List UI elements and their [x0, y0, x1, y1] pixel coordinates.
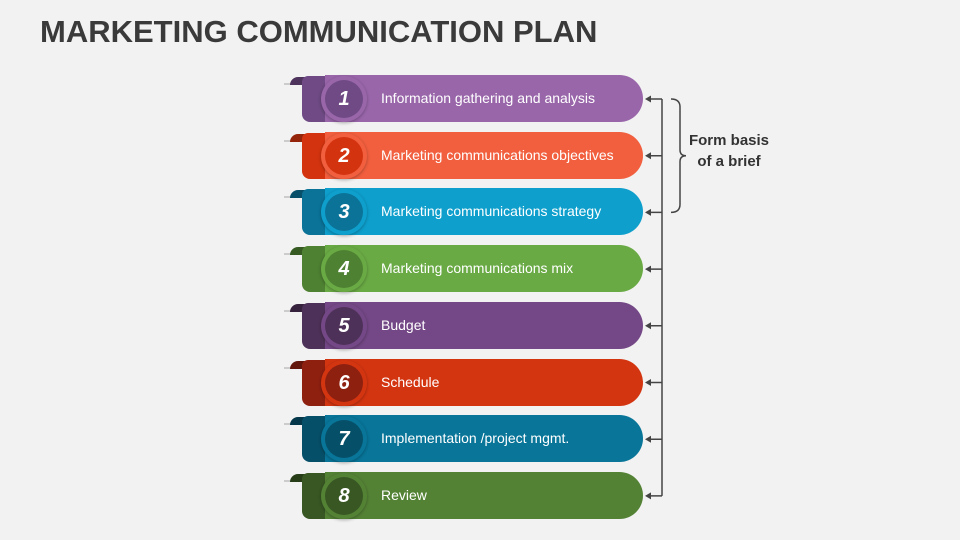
step-number: 3 [325, 193, 363, 232]
step-row: 8 Review [284, 471, 645, 520]
tab-line [284, 139, 292, 142]
step-bar [325, 245, 643, 293]
step-row: 7 Implementation /project mgmt. [284, 415, 645, 463]
bracket-note-line1: Form basis [688, 132, 770, 149]
step-row: 1 Information gathering and analysis [284, 75, 645, 123]
step-label: Budget [381, 316, 426, 333]
arrow-head [645, 95, 651, 103]
arrow-head [645, 265, 651, 273]
step-number: 1 [325, 80, 363, 118]
step-label: Marketing communications objectives [381, 146, 614, 163]
step-number-badge: 5 [321, 302, 367, 349]
step-label: Schedule [381, 373, 440, 390]
step-bar [325, 75, 643, 122]
step-label: Implementation /project mgmt. [381, 430, 570, 447]
step-label: Marketing communications mix [381, 260, 574, 277]
tab-line [284, 309, 292, 312]
tab-line [284, 253, 292, 256]
step-number-badge: 4 [321, 246, 367, 293]
step-number-badge: 7 [321, 416, 367, 463]
step-bar [325, 131, 643, 179]
bracket-note-line2: of a brief [697, 153, 761, 170]
arrow-head [645, 322, 651, 330]
step-bar [325, 471, 643, 519]
step-number: 6 [325, 363, 363, 402]
step-row: 3 Marketing communications strategy [284, 188, 645, 236]
tab-line [284, 366, 292, 369]
step-bar [325, 358, 643, 406]
step-number-badge: 6 [321, 359, 367, 406]
tab-line [284, 83, 292, 85]
arrow-head [645, 152, 651, 160]
step-row: 4 Marketing communications mix [284, 245, 645, 293]
step-number-badge: 1 [321, 76, 367, 122]
arrow-head [645, 379, 651, 386]
arrow-head [645, 492, 651, 500]
step-label: Review [381, 486, 427, 503]
step-bar [325, 415, 643, 463]
step-number: 2 [325, 136, 363, 175]
arrow-head [645, 208, 651, 216]
step-row: 2 Marketing communications objectives [284, 131, 645, 180]
step-number-badge: 3 [321, 189, 367, 236]
step-number-badge: 2 [321, 132, 367, 179]
step-number-badge: 8 [321, 472, 367, 519]
step-number: 7 [325, 420, 363, 459]
step-number: 4 [325, 250, 363, 289]
curly-bracket [670, 98, 687, 214]
step-label: Marketing communications strategy [381, 203, 602, 220]
step-bar [325, 301, 643, 349]
step-number: 5 [325, 306, 363, 345]
step-bar [325, 188, 643, 236]
tab-line [284, 423, 292, 426]
tab-line [284, 196, 292, 199]
page-title: MARKETING COMMUNICATION PLAN [40, 14, 598, 49]
tab-line [284, 479, 292, 482]
step-label: Information gathering and analysis [381, 90, 596, 106]
step-row: 6 Schedule [284, 358, 645, 407]
arrow-head [645, 435, 651, 443]
step-number: 8 [325, 476, 363, 515]
connector-line [648, 98, 663, 497]
bracket-note: Form basis of a brief [684, 130, 774, 172]
step-row: 5 Budget [284, 301, 645, 350]
